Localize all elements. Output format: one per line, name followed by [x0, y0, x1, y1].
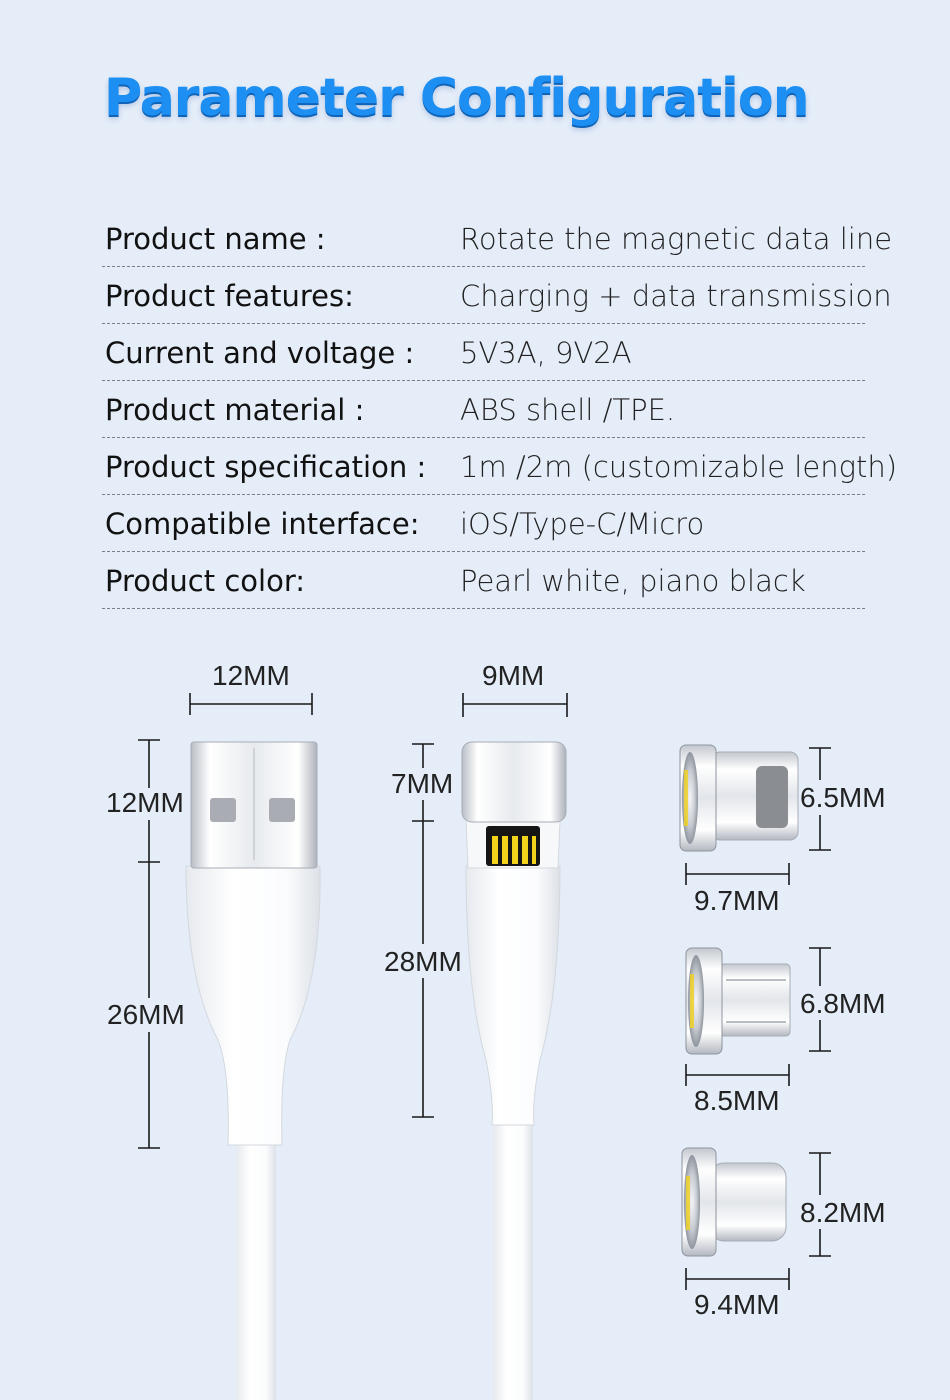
spec-row: Product specification : 1m /2m (customiz… [102, 438, 897, 495]
spec-label: Product color: [105, 564, 305, 598]
micro-usb-tip [685, 947, 791, 1055]
spec-value: 5V3A, 9V2A [460, 336, 632, 370]
spec-value: Charging + data transmission [460, 279, 892, 313]
lightning-height-label: 6.5MM [800, 782, 886, 813]
micro-height-label: 6.8MM [800, 988, 886, 1019]
spec-label: Current and voltage : [105, 336, 415, 370]
mag-width-label: 9MM [482, 660, 545, 691]
spec-value: ABS shell /TPE. [460, 393, 676, 427]
spec-label: Compatible interface: [105, 507, 420, 541]
spec-row: Current and voltage : 5V3A, 9V2A [102, 324, 865, 381]
dimension-lines [138, 693, 831, 1290]
usb-a-connector [185, 741, 321, 1400]
typec-height-label: 8.2MM [800, 1197, 886, 1228]
spec-value: Pearl white, piano black [460, 564, 806, 598]
lightning-tip [679, 744, 799, 852]
mag-head-length-label: 7MM [391, 768, 454, 799]
mag-body-length-label: 28MM [384, 946, 462, 977]
spec-row: Product name : Rotate the magnetic data … [102, 210, 892, 267]
magnetic-head-connector [461, 741, 567, 1400]
spec-label: Product name : [105, 222, 326, 256]
lightning-length-label: 9.7MM [694, 885, 780, 916]
spec-value: Rotate the magnetic data line [460, 222, 893, 256]
usb-body-length-label: 26MM [107, 999, 185, 1030]
micro-length-label: 8.5MM [694, 1085, 780, 1116]
spec-label: Product material : [105, 393, 365, 427]
spec-row: Compatible interface: iOS/Type-C/Micro [102, 495, 865, 552]
spec-value: iOS/Type-C/Micro [460, 507, 705, 541]
usb-width-label: 12MM [212, 660, 290, 691]
spec-row: Product features: Charging + data transm… [102, 267, 892, 324]
type-c-tip [681, 1147, 787, 1257]
spec-table: Product name : Rotate the magnetic data … [102, 210, 897, 609]
page-title: Parameter Configuration [104, 68, 810, 128]
typec-length-label: 9.4MM [694, 1289, 780, 1320]
spec-label: Product specification : [105, 450, 427, 484]
usb-plug-length-label: 12MM [106, 787, 184, 818]
spec-row: Product material : ABS shell /TPE. [102, 381, 865, 438]
spec-row: Product color: Pearl white, piano black [102, 552, 865, 609]
spec-label: Product features: [105, 279, 354, 313]
spec-value: 1m /2m (customizable length) [460, 450, 898, 484]
